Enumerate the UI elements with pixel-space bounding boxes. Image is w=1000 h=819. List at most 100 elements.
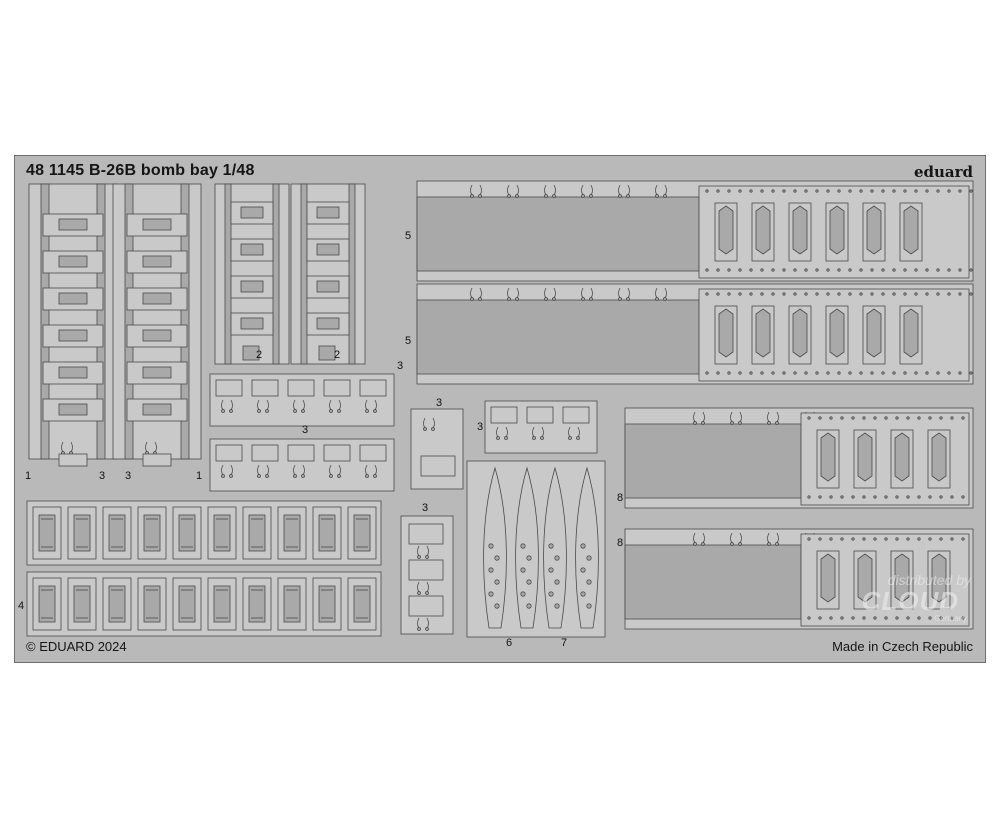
rivet [804,268,808,272]
part-number-6: 6 [506,637,513,649]
rivet [782,292,786,296]
part-number-3-right: 3 [477,421,484,433]
rivet [870,371,874,375]
rivet [881,371,885,375]
part-3-center-block [420,455,456,477]
rivet [793,268,797,272]
part-8-window [857,553,873,603]
fret-parts-drawing [26,180,974,638]
sheet-title: 48 1145 B-26B bomb bay 1/48 [26,162,255,179]
clip-eye [568,436,572,440]
rivet [848,371,852,375]
watermark-line1: distributed by [887,572,971,588]
clip-eye [293,409,297,413]
rivet [738,371,742,375]
fin-hole [586,603,592,609]
clip-eye [618,194,622,198]
fin-hole [488,543,494,549]
part-2-tab [318,345,336,361]
part-3-row-b-block [287,444,315,462]
rivet [840,537,844,541]
rivet [914,371,918,375]
rivet [840,495,844,499]
rivet [947,189,951,193]
part-3-row-a-block [287,379,315,397]
part-1-slot [58,255,88,268]
fin-hole [494,603,500,609]
part-3-row-b-block [251,444,279,462]
clip-eye [221,474,225,478]
part-5-window [755,308,771,358]
part-5-window [792,308,808,358]
rivet [716,292,720,296]
watermark-line2: CLOUD [861,586,959,616]
rivet [829,537,833,541]
part-1-slot [58,218,88,231]
rivet [829,495,833,499]
part-1-slot [58,292,88,305]
rivet [738,189,742,193]
part-number-1-left: 1 [25,470,32,482]
part-4-window [318,514,336,552]
rivet [895,495,899,499]
part-8-window [894,553,910,603]
part-4-window [108,585,126,623]
rivet [840,616,844,620]
part-8-window [931,432,947,482]
part-5-window [792,205,808,255]
clip-eye [515,297,519,301]
clip-eye [626,297,630,301]
rivet [840,416,844,420]
rivet [804,292,808,296]
clip-eye [373,474,377,478]
rivet [760,268,764,272]
rivet [961,537,965,541]
rivet [873,495,877,499]
rivet [958,268,962,272]
rivet [851,495,855,499]
part-3-row-c-block [490,406,518,424]
rivet [862,495,866,499]
rivet [782,268,786,272]
part-3-bottom-block [408,523,444,545]
part-5-web [416,196,700,272]
rivet [771,268,775,272]
watermark-line3: Germany [934,614,967,623]
part-5-window [866,205,882,255]
clip-eye [478,297,482,301]
rivet [851,416,855,420]
part-4-window [178,585,196,623]
part-5-window [829,308,845,358]
part-1-slot [142,366,172,379]
rivet [862,537,866,541]
clip-eye [470,297,474,301]
clip-eye [738,421,742,425]
rivet [807,495,811,499]
part-1-slot [142,255,172,268]
rivet [851,537,855,541]
part-3-row-a-block [359,379,387,397]
clip-eye [504,436,508,440]
rivet [873,616,877,620]
rivet [716,268,720,272]
rivet [903,189,907,193]
rivet [939,537,943,541]
clip-eye [589,194,593,198]
clip-eye [293,474,297,478]
part-4-window [213,514,231,552]
rivet [815,371,819,375]
clip-eye [373,409,377,413]
clip-eye [265,409,269,413]
rivet [947,292,951,296]
part-3-row-b-block [359,444,387,462]
clip-eye [425,627,429,631]
part-2-slot [240,243,264,256]
clip-eye [431,427,435,431]
rivet [826,292,830,296]
clip-eye [544,297,548,301]
rivet [950,495,954,499]
rivet [859,292,863,296]
rivet [884,616,888,620]
part-2-tab [242,345,260,361]
clip-eye [257,474,261,478]
